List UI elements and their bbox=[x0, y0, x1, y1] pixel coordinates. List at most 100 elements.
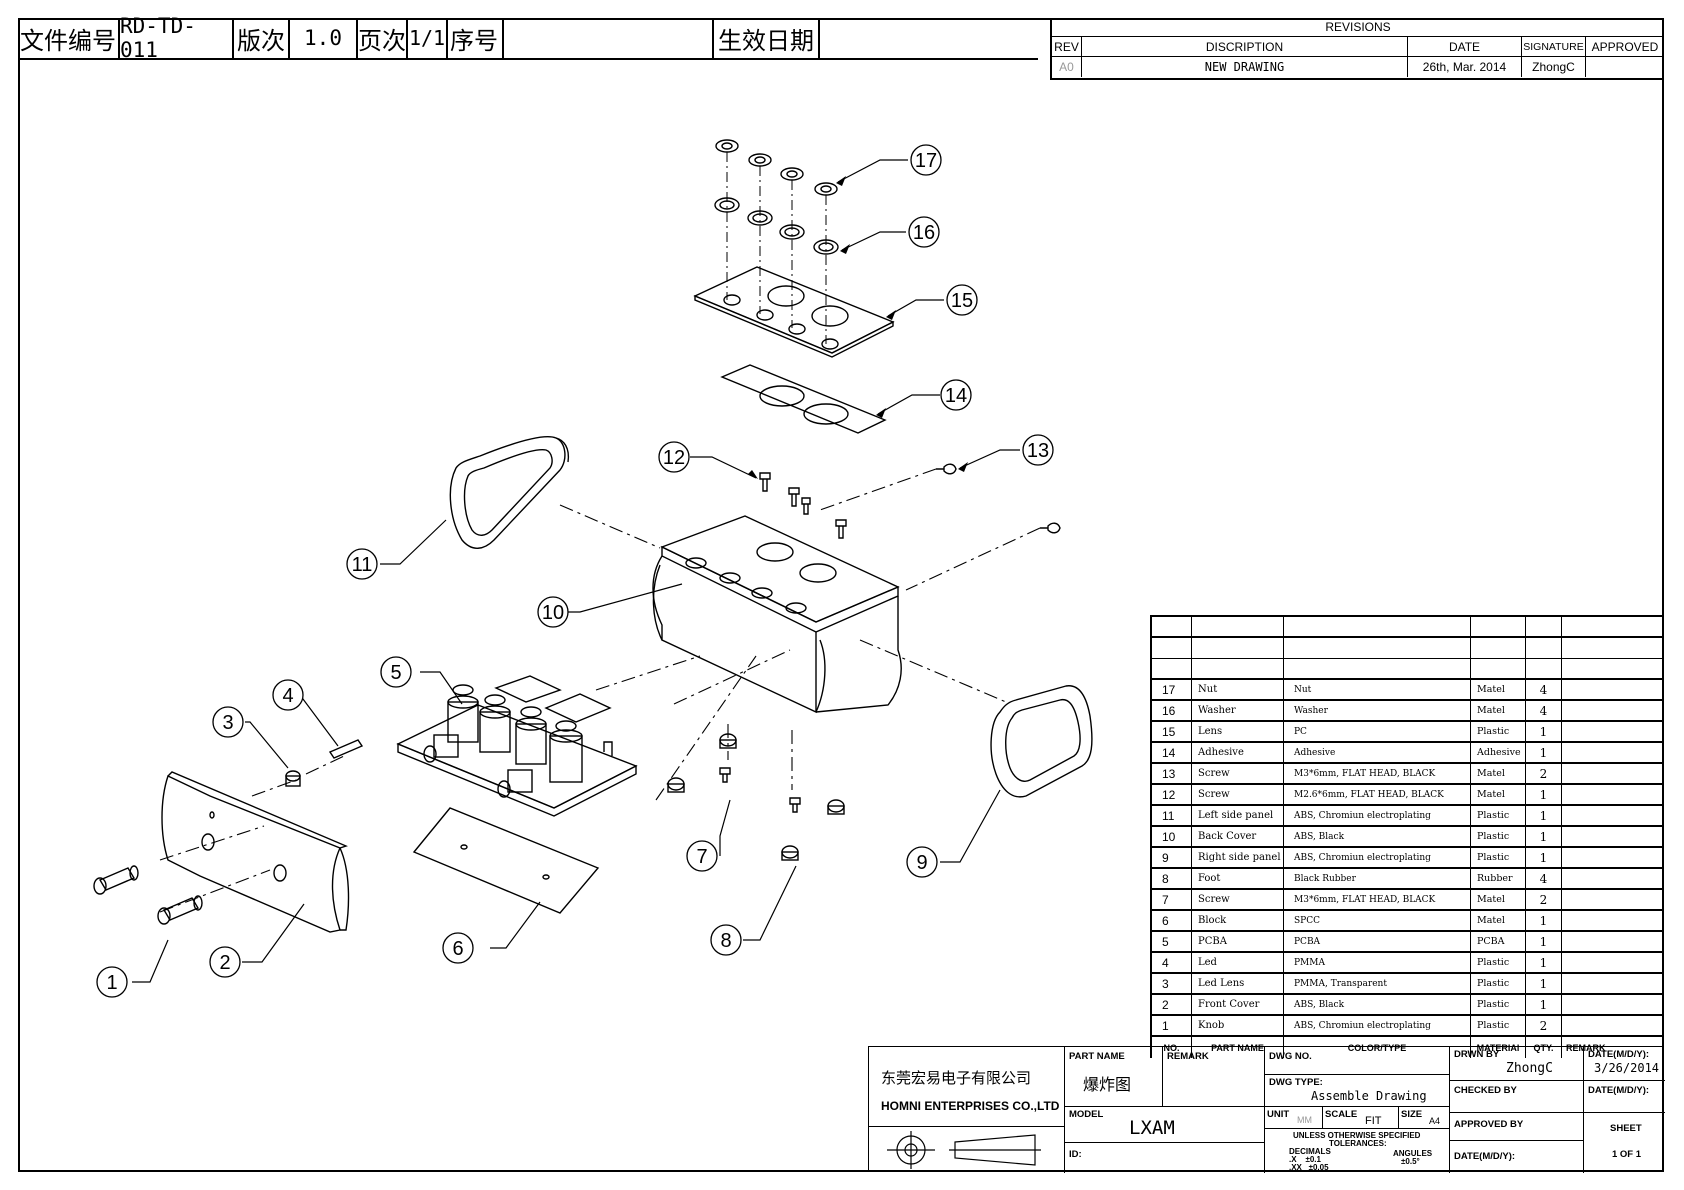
part-name: Screw bbox=[1192, 764, 1284, 783]
drawn-date-label: DATE(M/D/Y): bbox=[1588, 1049, 1650, 1060]
parts-list-blank-row bbox=[1152, 638, 1664, 659]
callout-number: 2 bbox=[219, 952, 230, 974]
callout-number: 12 bbox=[663, 447, 685, 469]
parts-list-blank-row bbox=[1152, 617, 1664, 638]
part-name: Led Lens bbox=[1192, 974, 1284, 993]
part-remark bbox=[1562, 827, 1662, 846]
remark-label: REMARK bbox=[1167, 1051, 1209, 1062]
unit-cell: UNIT MM bbox=[1265, 1107, 1323, 1129]
callout-number: 10 bbox=[542, 602, 564, 624]
checked-date-label: DATE(M/D/Y): bbox=[1588, 1085, 1650, 1096]
drawn-date-value: 3/26/2014 bbox=[1594, 1061, 1660, 1075]
callout-circle bbox=[96, 966, 128, 998]
callout-circle bbox=[380, 656, 412, 688]
part-color-type: ABS, Black bbox=[1284, 827, 1471, 846]
model-label: MODEL bbox=[1069, 1109, 1104, 1120]
angules-value: ±0.5° bbox=[1401, 1157, 1420, 1166]
part-remark bbox=[1562, 974, 1662, 993]
approved-by-cell: APPROVED BY bbox=[1450, 1113, 1584, 1141]
id-cell: ID: bbox=[1065, 1143, 1265, 1173]
sheet-cell: SHEET 1 OF 1 bbox=[1584, 1113, 1665, 1173]
part-material: Rubber bbox=[1471, 869, 1526, 888]
part-material: Plastic bbox=[1471, 995, 1526, 1014]
part-color-type: M2.6*6mm, FLAT HEAD, BLACK bbox=[1284, 785, 1471, 804]
part-qty: 1 bbox=[1526, 974, 1562, 993]
part-name: PCBA bbox=[1192, 932, 1284, 951]
drawn-date-cell: DATE(M/D/Y): 3/26/2014 bbox=[1584, 1047, 1665, 1081]
drawn-by-label: DRWN BY bbox=[1454, 1049, 1500, 1060]
callout-number: 16 bbox=[913, 222, 935, 244]
adhesive-strip bbox=[720, 364, 887, 434]
revision-signature: ZhongC bbox=[1522, 57, 1586, 77]
remark-cell: REMARK bbox=[1163, 1047, 1265, 1107]
part-material: Plastic bbox=[1471, 953, 1526, 972]
callout-9: 9 bbox=[906, 846, 938, 878]
part-material: Matel bbox=[1471, 701, 1526, 720]
company-name-en: HOMNI ENTERPRISES CO.,LTD bbox=[881, 1099, 1060, 1113]
dwg-no-cell: DWG NO. bbox=[1265, 1047, 1450, 1075]
part-name: Screw bbox=[1192, 785, 1284, 804]
revisions-title: REVISIONS bbox=[1052, 18, 1664, 37]
knob-parts bbox=[93, 865, 203, 925]
part-material: PCBA bbox=[1471, 932, 1526, 951]
projection-symbol bbox=[869, 1127, 1065, 1173]
third-angle-projection-icon bbox=[887, 1131, 1041, 1169]
description-col-header: DISCRIPTION bbox=[1082, 37, 1408, 56]
part-qty: 4 bbox=[1526, 869, 1562, 888]
approved-date-label: DATE(M/D/Y): bbox=[1454, 1151, 1516, 1162]
part-qty: 2 bbox=[1526, 890, 1562, 909]
revisions-table: REVISIONS REV DISCRIPTION DATE SIGNATURE… bbox=[1050, 18, 1664, 80]
revision-rev: A0 bbox=[1052, 57, 1082, 77]
document-header: 文件编号 RD-TD-011 版次 1.0 页次 1/1 序号 生效日期 bbox=[18, 14, 1038, 62]
part-remark bbox=[1562, 869, 1662, 888]
part-no: 16 bbox=[1152, 701, 1192, 720]
qty-col-header: QTY. bbox=[1526, 1037, 1562, 1058]
part-color-type: PCBA bbox=[1284, 932, 1471, 951]
callout-circle bbox=[209, 946, 241, 978]
callout-circle bbox=[658, 441, 690, 473]
version-value: 1.0 bbox=[290, 18, 358, 58]
part-name: Nut bbox=[1192, 680, 1284, 699]
callout-10: 10 bbox=[537, 596, 569, 628]
part-material: Plastic bbox=[1471, 806, 1526, 825]
revision-row: A0 NEW DRAWING 26th, Mar. 2014 ZhongC bbox=[1052, 57, 1664, 77]
part-no: 1 bbox=[1152, 1016, 1192, 1035]
decimals-xx: .XX ±0.05 bbox=[1289, 1163, 1329, 1172]
part-no: 17 bbox=[1152, 680, 1192, 699]
no-col-header: NO. bbox=[1152, 1037, 1192, 1058]
part-no: 2 bbox=[1152, 995, 1192, 1014]
checked-by-label: CHECKED BY bbox=[1454, 1085, 1517, 1096]
part-color-type: ABS, Black bbox=[1284, 995, 1471, 1014]
part-qty: 1 bbox=[1526, 911, 1562, 930]
color-type-col-header: COLOR/TYPE bbox=[1284, 1037, 1471, 1058]
revision-date: 26th, Mar. 2014 bbox=[1408, 57, 1522, 77]
decimals-x: .X ±0.1 bbox=[1289, 1155, 1321, 1164]
dwg-type-cell: DWG TYPE: Assemble Drawing bbox=[1265, 1075, 1450, 1107]
parts-list-header-row: NO. PART NAME COLOR/TYPE MATERIAl QTY. R… bbox=[1152, 1037, 1664, 1058]
part-color-type: PMMA, Transparent bbox=[1284, 974, 1471, 993]
page-label: 页次 bbox=[358, 18, 408, 58]
callout-circle bbox=[908, 216, 940, 248]
part-material: Plastic bbox=[1471, 848, 1526, 867]
approved-date-cell: DATE(M/D/Y): bbox=[1450, 1141, 1584, 1173]
nut-parts bbox=[715, 139, 838, 196]
right-side-panel bbox=[990, 685, 1093, 798]
callout-circle bbox=[537, 596, 569, 628]
part-color-type: Black Rubber bbox=[1284, 869, 1471, 888]
part-material: Plastic bbox=[1471, 974, 1526, 993]
part-name: Knob bbox=[1192, 1016, 1284, 1035]
callout-circle bbox=[272, 679, 304, 711]
size-label: SIZE bbox=[1401, 1109, 1423, 1120]
block-plate bbox=[412, 807, 600, 914]
remark-col-header: REMARK bbox=[1566, 1042, 1606, 1053]
part-material: Plastic bbox=[1471, 722, 1526, 741]
sheet-label: SHEET bbox=[1610, 1123, 1642, 1134]
unit-label: UNIT bbox=[1267, 1109, 1290, 1120]
lens-plate bbox=[693, 266, 895, 358]
seq-label: 序号 bbox=[448, 18, 504, 58]
